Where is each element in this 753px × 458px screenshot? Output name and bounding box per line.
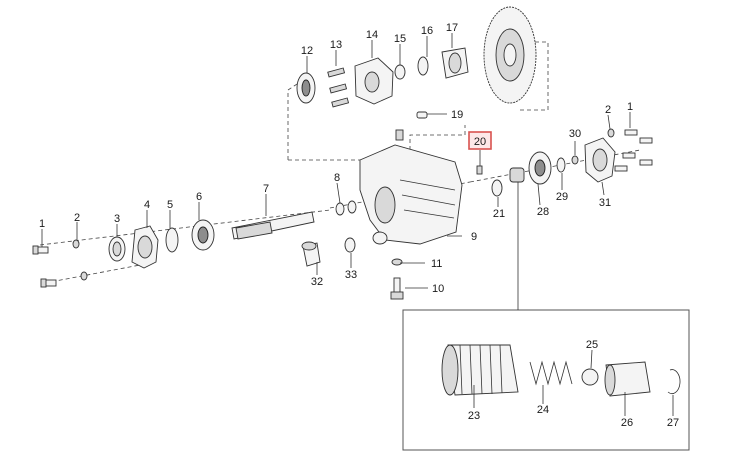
bearing-part-12 — [296, 72, 316, 104]
rollers-part-13 — [327, 67, 350, 108]
callout-33: 33 — [345, 269, 357, 281]
oring-part-29 — [556, 157, 566, 173]
upper-assembly-boundary — [287, 41, 549, 161]
callout-7: 7 — [263, 183, 269, 195]
washer-part-2b — [80, 271, 88, 281]
ball-part-25 — [581, 368, 599, 386]
bolt-part-1 — [32, 245, 49, 255]
callout-24: 24 — [537, 404, 549, 416]
callout-1-right: 1 — [627, 101, 633, 113]
callout-1: 1 — [39, 218, 45, 230]
bolts-right — [614, 129, 653, 172]
callout-29: 29 — [556, 191, 568, 203]
callout-2-right: 2 — [605, 104, 611, 116]
seal-part-3 — [108, 236, 126, 262]
callout-20: 20 — [474, 136, 486, 148]
callout-11: 11 — [431, 258, 442, 270]
washer-part-8b — [347, 200, 357, 214]
oring-part-5 — [165, 227, 179, 253]
callout-21: 21 — [493, 208, 505, 220]
callout-16: 16 — [421, 25, 433, 37]
cover-part-4 — [131, 225, 159, 269]
callout-2: 2 — [74, 212, 80, 224]
highlight-box — [468, 131, 492, 150]
washer-part-21 — [491, 179, 503, 197]
bearing-part-28 — [528, 151, 552, 185]
callout-27: 27 — [667, 417, 679, 429]
plug-part-32 — [301, 241, 321, 267]
callout-31: 31 — [599, 197, 611, 209]
bearing-part-6 — [191, 219, 215, 251]
piston-part-26 — [604, 361, 651, 397]
pin-part-19 — [416, 111, 428, 119]
washer-part-2-right — [607, 128, 615, 138]
dowel-part-20 — [476, 165, 483, 175]
housing-part-9 — [359, 144, 463, 245]
snapring-part-15 — [394, 64, 406, 80]
callout-28: 28 — [537, 206, 549, 218]
callout-23: 23 — [468, 410, 480, 422]
sleeve-part-23 — [441, 344, 519, 396]
washer-part-2 — [72, 239, 80, 249]
carrier-part-14 — [354, 57, 394, 105]
washer-part-30 — [571, 155, 579, 165]
callout-14: 14 — [366, 29, 378, 41]
ring-part-33 — [344, 237, 356, 253]
spring-part-24 — [529, 360, 573, 386]
spring-assy-part — [509, 167, 525, 183]
washer-part-8a — [335, 202, 345, 216]
callout-12: 12 — [301, 45, 313, 57]
callout-15: 15 — [394, 33, 406, 45]
callout-26: 26 — [621, 417, 633, 429]
circlip-part-27 — [667, 369, 681, 394]
callout-30: 30 — [569, 128, 581, 140]
bolt-part-1b — [40, 278, 57, 288]
callout-3: 3 — [114, 213, 120, 225]
callout-9: 9 — [471, 231, 477, 243]
callout-25: 25 — [586, 339, 598, 351]
screw-part-10 — [390, 277, 404, 300]
ring-part-16 — [417, 56, 429, 76]
gear-part-big — [483, 6, 537, 104]
callout-8: 8 — [334, 172, 340, 184]
callout-17: 17 — [446, 22, 458, 34]
pin-boundary — [409, 125, 466, 150]
callout-10: 10 — [432, 283, 444, 295]
hub-part-17 — [441, 47, 469, 79]
callout-4: 4 — [144, 199, 150, 211]
housing-pin — [395, 129, 404, 141]
cover-part-31 — [584, 137, 616, 183]
shaft-part-7 — [231, 211, 315, 240]
lower-axis — [44, 264, 141, 284]
callout-5: 5 — [167, 199, 173, 211]
callout-32: 32 — [311, 276, 323, 288]
callout-6: 6 — [196, 191, 202, 203]
callout-19: 19 — [451, 109, 463, 121]
washer-part-11 — [391, 258, 403, 266]
callout-13: 13 — [330, 39, 342, 51]
leader-lines — [41, 33, 674, 416]
